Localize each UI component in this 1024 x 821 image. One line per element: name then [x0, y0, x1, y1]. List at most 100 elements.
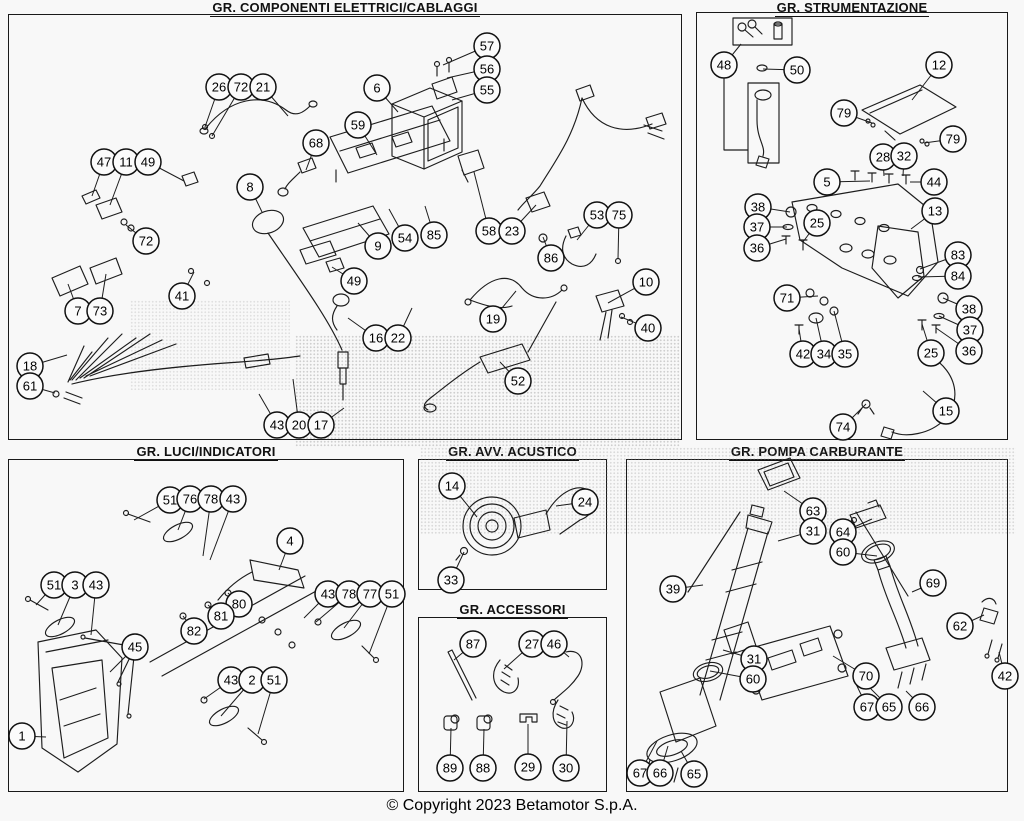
callout-luci-indicatori-51[interactable]: 51	[378, 580, 406, 608]
callout-pompa-carburante-39[interactable]: 39	[659, 575, 687, 603]
callout-pompa-carburante-31[interactable]: 31	[799, 517, 827, 545]
callout-componenti-elettrici-6[interactable]: 6	[363, 74, 391, 102]
callout-componenti-elettrici-47[interactable]: 47	[90, 148, 118, 176]
callout-pompa-carburante-67[interactable]: 67	[853, 693, 881, 721]
svg-text:2: 2	[248, 673, 255, 688]
callout-pompa-carburante-65[interactable]: 65	[680, 760, 708, 788]
callout-componenti-elettrici-54[interactable]: 54	[391, 224, 419, 252]
callout-componenti-elettrici-52[interactable]: 52	[504, 367, 532, 395]
callout-pompa-carburante-64[interactable]: 64	[829, 518, 857, 546]
callout-componenti-elettrici-75[interactable]: 75	[605, 201, 633, 229]
svg-text:12: 12	[932, 58, 946, 73]
callout-accessori-88[interactable]: 88	[469, 754, 497, 782]
callout-luci-indicatori-77[interactable]: 77	[356, 580, 384, 608]
callout-luci-indicatori-81[interactable]: 81	[207, 602, 235, 630]
callout-accessori-89[interactable]: 89	[436, 754, 464, 782]
callout-strumentazione-79[interactable]: 79	[830, 99, 858, 127]
callout-luci-indicatori-43[interactable]: 43	[314, 580, 342, 608]
callout-avv-acustico-33[interactable]: 33	[437, 566, 465, 594]
callout-strumentazione-13[interactable]: 13	[921, 197, 949, 225]
callout-componenti-elettrici-86[interactable]: 86	[537, 244, 565, 272]
callout-pompa-carburante-67[interactable]: 67	[626, 759, 654, 787]
callout-accessori-30[interactable]: 30	[552, 754, 580, 782]
callout-componenti-elettrici-21[interactable]: 21	[249, 73, 277, 101]
callout-accessori-29[interactable]: 29	[514, 753, 542, 781]
callout-strumentazione-25[interactable]: 25	[803, 209, 831, 237]
callout-componenti-elettrici-61[interactable]: 61	[16, 372, 44, 400]
callout-componenti-elettrici-55[interactable]: 55	[473, 76, 501, 104]
callout-pompa-carburante-60[interactable]: 60	[829, 538, 857, 566]
callout-componenti-elettrici-43[interactable]: 43	[263, 411, 291, 439]
callout-componenti-elettrici-9[interactable]: 9	[364, 232, 392, 260]
svg-text:80: 80	[232, 597, 246, 612]
callout-luci-indicatori-82[interactable]: 82	[180, 617, 208, 645]
callout-componenti-elettrici-59[interactable]: 59	[344, 111, 372, 139]
callout-strumentazione-48[interactable]: 48	[710, 51, 738, 79]
callout-pompa-carburante-42[interactable]: 42	[991, 662, 1019, 690]
callout-pompa-carburante-70[interactable]: 70	[852, 662, 880, 690]
callout-strumentazione-36[interactable]: 36	[955, 337, 983, 365]
callout-avv-acustico-24[interactable]: 24	[571, 488, 599, 516]
callout-componenti-elettrici-19[interactable]: 19	[479, 305, 507, 333]
callout-accessori-87[interactable]: 87	[459, 630, 487, 658]
callout-strumentazione-34[interactable]: 34	[810, 340, 838, 368]
callout-strumentazione-36[interactable]: 36	[743, 234, 771, 262]
callout-componenti-elettrici-72[interactable]: 72	[132, 227, 160, 255]
callout-componenti-elettrici-85[interactable]: 85	[420, 221, 448, 249]
callout-avv-acustico-14[interactable]: 14	[438, 472, 466, 500]
callout-componenti-elettrici-40[interactable]: 40	[634, 314, 662, 342]
callout-strumentazione-74[interactable]: 74	[829, 413, 857, 441]
callout-pompa-carburante-69[interactable]: 69	[919, 569, 947, 597]
callout-luci-indicatori-45[interactable]: 45	[121, 633, 149, 661]
callout-strumentazione-71[interactable]: 71	[773, 284, 801, 312]
callout-pompa-carburante-65[interactable]: 65	[875, 693, 903, 721]
callout-luci-indicatori-78[interactable]: 78	[335, 580, 363, 608]
callout-strumentazione-44[interactable]: 44	[920, 168, 948, 196]
callout-strumentazione-50[interactable]: 50	[783, 56, 811, 84]
callout-componenti-elettrici-73[interactable]: 73	[86, 297, 114, 325]
callout-luci-indicatori-1[interactable]: 1	[8, 722, 36, 750]
callout-accessori-46[interactable]: 46	[540, 630, 568, 658]
callout-luci-indicatori-4[interactable]: 4	[276, 527, 304, 555]
callout-strumentazione-5[interactable]: 5	[813, 168, 841, 196]
callout-componenti-elettrici-49[interactable]: 49	[340, 267, 368, 295]
callout-pompa-carburante-63[interactable]: 63	[799, 497, 827, 525]
callout-componenti-elettrici-41[interactable]: 41	[168, 282, 196, 310]
callout-componenti-elettrici-57[interactable]: 57	[473, 32, 501, 60]
callout-componenti-elettrici-22[interactable]: 22	[384, 324, 412, 352]
callout-componenti-elettrici-8[interactable]: 8	[236, 173, 264, 201]
callout-strumentazione-38[interactable]: 38	[955, 295, 983, 323]
callout-strumentazione-35[interactable]: 35	[831, 340, 859, 368]
callout-componenti-elettrici-49[interactable]: 49	[134, 148, 162, 176]
callout-componenti-elettrici-56[interactable]: 56	[473, 55, 501, 83]
callout-luci-indicatori-51[interactable]: 51	[260, 666, 288, 694]
callout-componenti-elettrici-26[interactable]: 26	[205, 73, 233, 101]
callout-strumentazione-37[interactable]: 37	[956, 316, 984, 344]
callout-strumentazione-25[interactable]: 25	[917, 339, 945, 367]
svg-text:30: 30	[559, 761, 573, 776]
callout-componenti-elettrici-20[interactable]: 20	[285, 411, 313, 439]
callout-componenti-elettrici-58[interactable]: 58	[475, 217, 503, 245]
callout-luci-indicatori-76[interactable]: 76	[176, 485, 204, 513]
callout-strumentazione-12[interactable]: 12	[925, 51, 953, 79]
callout-pompa-carburante-62[interactable]: 62	[946, 612, 974, 640]
callout-pompa-carburante-66[interactable]: 66	[908, 693, 936, 721]
callout-componenti-elettrici-17[interactable]: 17	[307, 411, 335, 439]
callout-strumentazione-15[interactable]: 15	[932, 397, 960, 425]
callout-componenti-elettrici-16[interactable]: 16	[362, 324, 390, 352]
callout-luci-indicatori-43[interactable]: 43	[219, 485, 247, 513]
callout-strumentazione-32[interactable]: 32	[890, 142, 918, 170]
svg-text:41: 41	[175, 289, 189, 304]
callout-componenti-elettrici-72[interactable]: 72	[227, 73, 255, 101]
callout-pompa-carburante-60[interactable]: 60	[739, 665, 767, 693]
callout-strumentazione-79[interactable]: 79	[939, 125, 967, 153]
callout-strumentazione-84[interactable]: 84	[944, 262, 972, 290]
callout-componenti-elettrici-10[interactable]: 10	[632, 268, 660, 296]
callout-componenti-elettrici-23[interactable]: 23	[498, 217, 526, 245]
callout-strumentazione-83[interactable]: 83	[944, 241, 972, 269]
callout-pompa-carburante-66[interactable]: 66	[646, 759, 674, 787]
callout-strumentazione-38[interactable]: 38	[744, 193, 772, 221]
callout-luci-indicatori-43[interactable]: 43	[82, 571, 110, 599]
callout-componenti-elettrici-68[interactable]: 68	[302, 129, 330, 157]
callout-luci-indicatori-78[interactable]: 78	[197, 485, 225, 513]
